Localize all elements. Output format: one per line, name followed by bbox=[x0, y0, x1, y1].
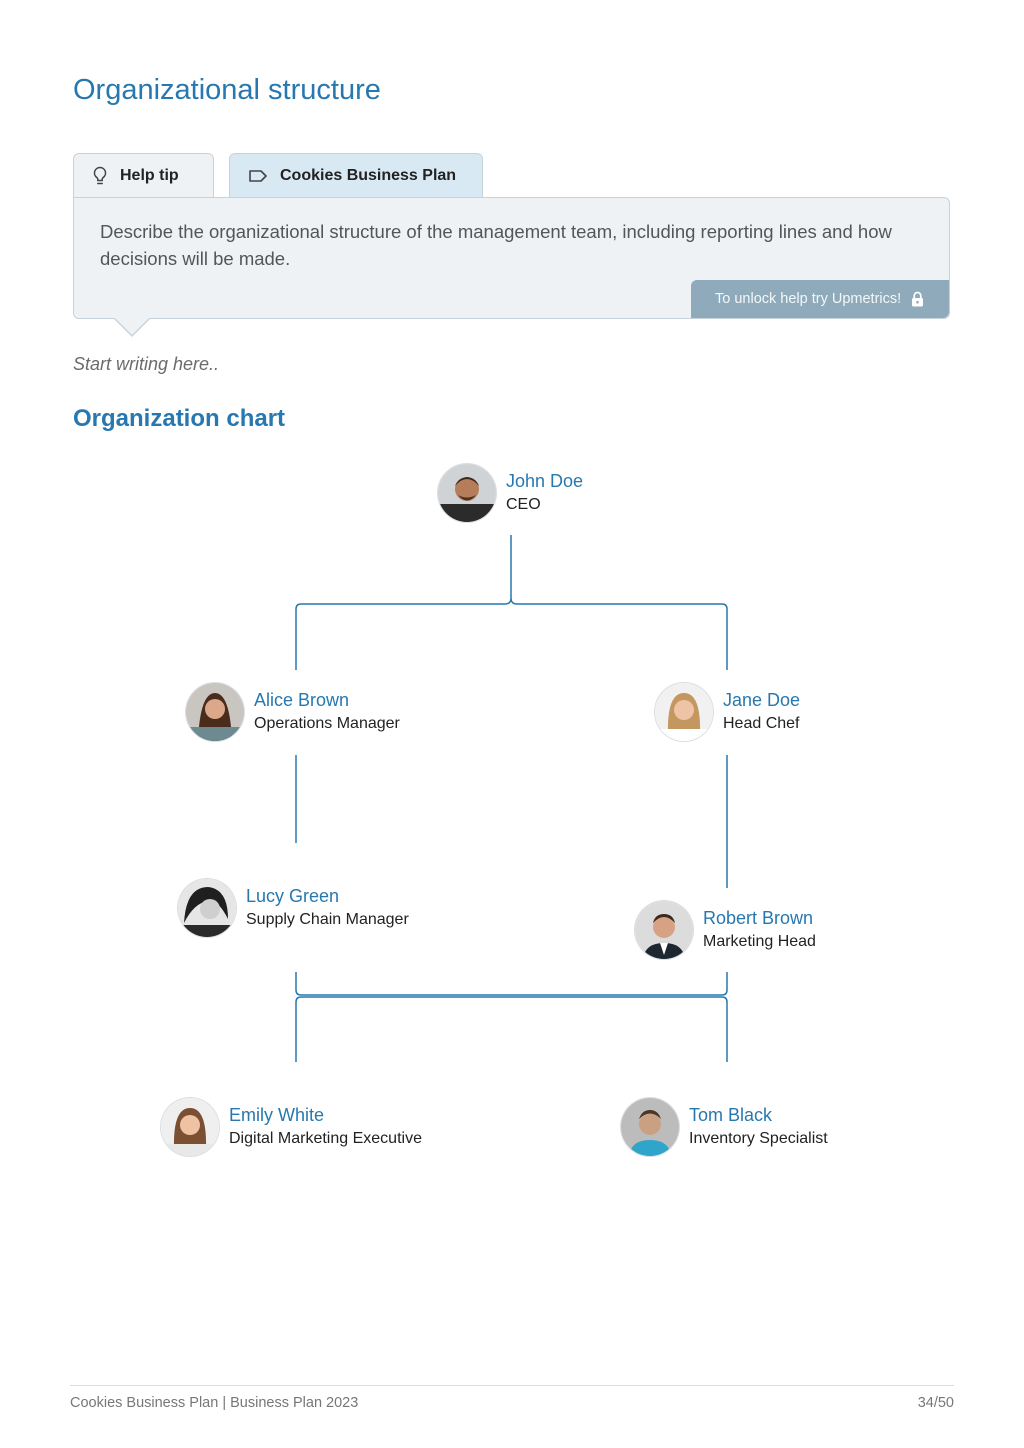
node-name: Robert Brown bbox=[703, 908, 814, 928]
avatar bbox=[161, 1098, 219, 1156]
node-role: Digital Marketing Executive bbox=[229, 1130, 422, 1147]
avatar bbox=[178, 879, 236, 937]
section-title: Organization chart bbox=[73, 405, 286, 432]
node-role: Marketing Head bbox=[703, 933, 816, 950]
org-node-emily: Emily White Digital Marketing Executive bbox=[161, 1098, 422, 1156]
node-name: Jane Doe bbox=[723, 690, 801, 710]
node-role: Head Chef bbox=[723, 715, 800, 732]
connector-bottom-down bbox=[295, 996, 728, 1062]
org-node-jane: Jane Doe Head Chef bbox=[655, 683, 800, 741]
footer-page-number: 34/50 bbox=[917, 1395, 954, 1411]
node-name: Tom Black bbox=[689, 1105, 773, 1125]
unlock-help-button[interactable]: To unlock help try Upmetrics! bbox=[691, 280, 949, 318]
help-tip-panel: Describe the organizational structure of… bbox=[73, 197, 950, 319]
tip-pointer-fill bbox=[114, 317, 150, 335]
node-name: Lucy Green bbox=[246, 886, 340, 906]
lightbulb-icon bbox=[93, 166, 107, 185]
org-node-ceo: John Doe CEO bbox=[438, 464, 583, 522]
footer-divider bbox=[70, 1385, 954, 1386]
avatar bbox=[655, 683, 713, 741]
node-role: Operations Manager bbox=[254, 715, 400, 732]
org-node-alice: Alice Brown Operations Manager bbox=[186, 683, 400, 741]
avatar bbox=[438, 464, 496, 522]
tab-label: Cookies Business Plan bbox=[280, 167, 457, 184]
unlock-label: To unlock help try Upmetrics! bbox=[715, 291, 902, 307]
org-node-lucy: Lucy Green Supply Chain Manager bbox=[178, 879, 409, 937]
tab-help-tip[interactable]: Help tip bbox=[73, 153, 214, 198]
node-name: Emily White bbox=[229, 1105, 325, 1125]
avatar bbox=[186, 683, 244, 741]
avatar bbox=[635, 901, 693, 959]
connector-ceo bbox=[295, 535, 728, 670]
tab-label: Help tip bbox=[120, 167, 179, 184]
tab-business-plan[interactable]: Cookies Business Plan bbox=[229, 153, 483, 198]
footer-document-title: Cookies Business Plan | Business Plan 20… bbox=[70, 1395, 359, 1411]
help-tip-text: Describe the organizational structure of… bbox=[100, 221, 892, 269]
node-name: John Doe bbox=[506, 471, 584, 491]
node-name: Alice Brown bbox=[254, 690, 350, 710]
org-node-robert: Robert Brown Marketing Head bbox=[635, 901, 816, 959]
avatar bbox=[621, 1098, 679, 1156]
tag-icon bbox=[249, 170, 267, 182]
page-title: Organizational structure bbox=[73, 74, 381, 106]
writing-placeholder[interactable]: Start writing here.. bbox=[73, 354, 220, 374]
org-node-tom: Tom Black Inventory Specialist bbox=[621, 1098, 828, 1156]
node-role: CEO bbox=[506, 496, 541, 513]
node-role: Supply Chain Manager bbox=[246, 911, 409, 928]
lock-icon bbox=[912, 291, 924, 307]
node-role: Inventory Specialist bbox=[689, 1130, 828, 1147]
connector-bottom-top bbox=[295, 972, 728, 996]
